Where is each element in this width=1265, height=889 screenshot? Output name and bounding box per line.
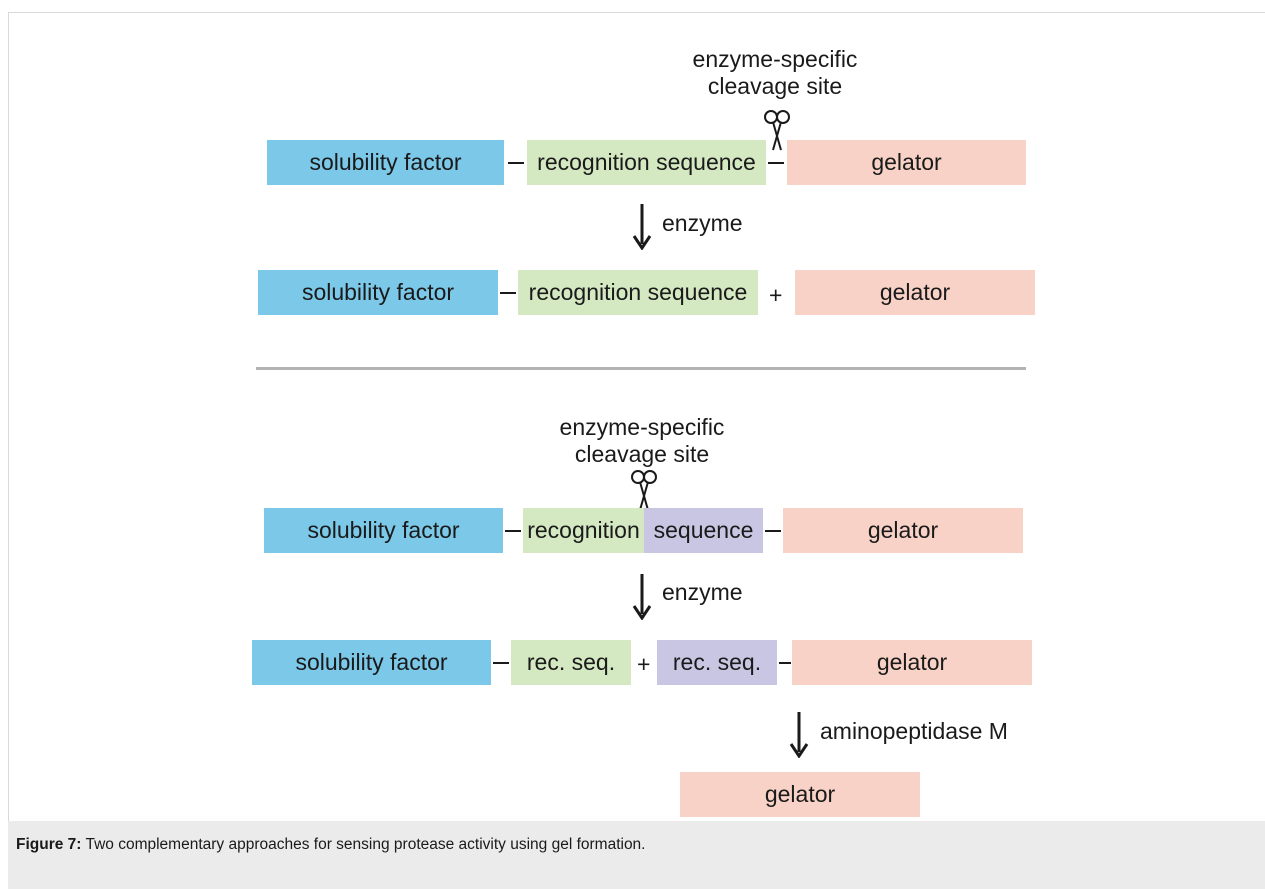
plus-sign: + xyxy=(769,282,783,308)
scissors-icon xyxy=(631,470,657,511)
rec-seq-box: rec. seq. xyxy=(511,640,631,685)
cleavage-label-line1: enzyme-specific xyxy=(559,414,725,440)
gelator-box: gelator xyxy=(787,140,1026,185)
sequence-box: sequence xyxy=(644,508,763,553)
solubility-factor-box: solubility factor xyxy=(264,508,503,553)
gelator-box: gelator xyxy=(792,640,1032,685)
caption-text: Two complementary approaches for sensing… xyxy=(81,836,646,853)
linker-dash xyxy=(500,292,516,294)
solubility-factor-box: solubility factor xyxy=(258,270,498,315)
solubility-factor-box: solubility factor xyxy=(267,140,504,185)
cleavage-site-label-bottom: enzyme-specific cleavage site xyxy=(527,414,757,468)
caption-label: Figure 7: xyxy=(16,836,82,853)
arrow-down-icon xyxy=(632,204,652,250)
recognition-sequence-box: recognition sequence xyxy=(518,270,758,315)
cleavage-label-line2: cleavage site xyxy=(707,73,843,99)
arrow-down-icon xyxy=(632,574,652,620)
cleavage-label-line1: enzyme-specific xyxy=(692,46,858,72)
figure-caption: Figure 7: Two complementary approaches f… xyxy=(16,836,646,854)
gelator-box: gelator xyxy=(783,508,1023,553)
solubility-factor-box: solubility factor xyxy=(252,640,491,685)
recognition-box: recognition xyxy=(523,508,644,553)
caption-bar xyxy=(8,821,1265,889)
linker-dash xyxy=(765,530,781,532)
linker-dash xyxy=(768,162,784,164)
cleavage-label-line2: cleavage site xyxy=(574,441,710,467)
section-divider xyxy=(256,367,1026,370)
gelator-box: gelator xyxy=(680,772,920,817)
rec-seq-box: rec. seq. xyxy=(657,640,777,685)
plus-sign: + xyxy=(637,651,651,677)
arrow-down-icon xyxy=(789,712,809,758)
linker-dash xyxy=(505,530,521,532)
recognition-sequence-box: recognition sequence xyxy=(527,140,766,185)
cleavage-site-label-top: enzyme-specific cleavage site xyxy=(660,46,890,100)
linker-dash xyxy=(779,662,791,664)
scissors-icon xyxy=(764,110,790,151)
linker-dash xyxy=(508,162,524,164)
enzyme-label: enzyme xyxy=(662,210,743,236)
linker-dash xyxy=(493,662,509,664)
enzyme-label: enzyme xyxy=(662,579,743,605)
aminopeptidase-label: aminopeptidase M xyxy=(820,718,1008,744)
gelator-box: gelator xyxy=(795,270,1035,315)
